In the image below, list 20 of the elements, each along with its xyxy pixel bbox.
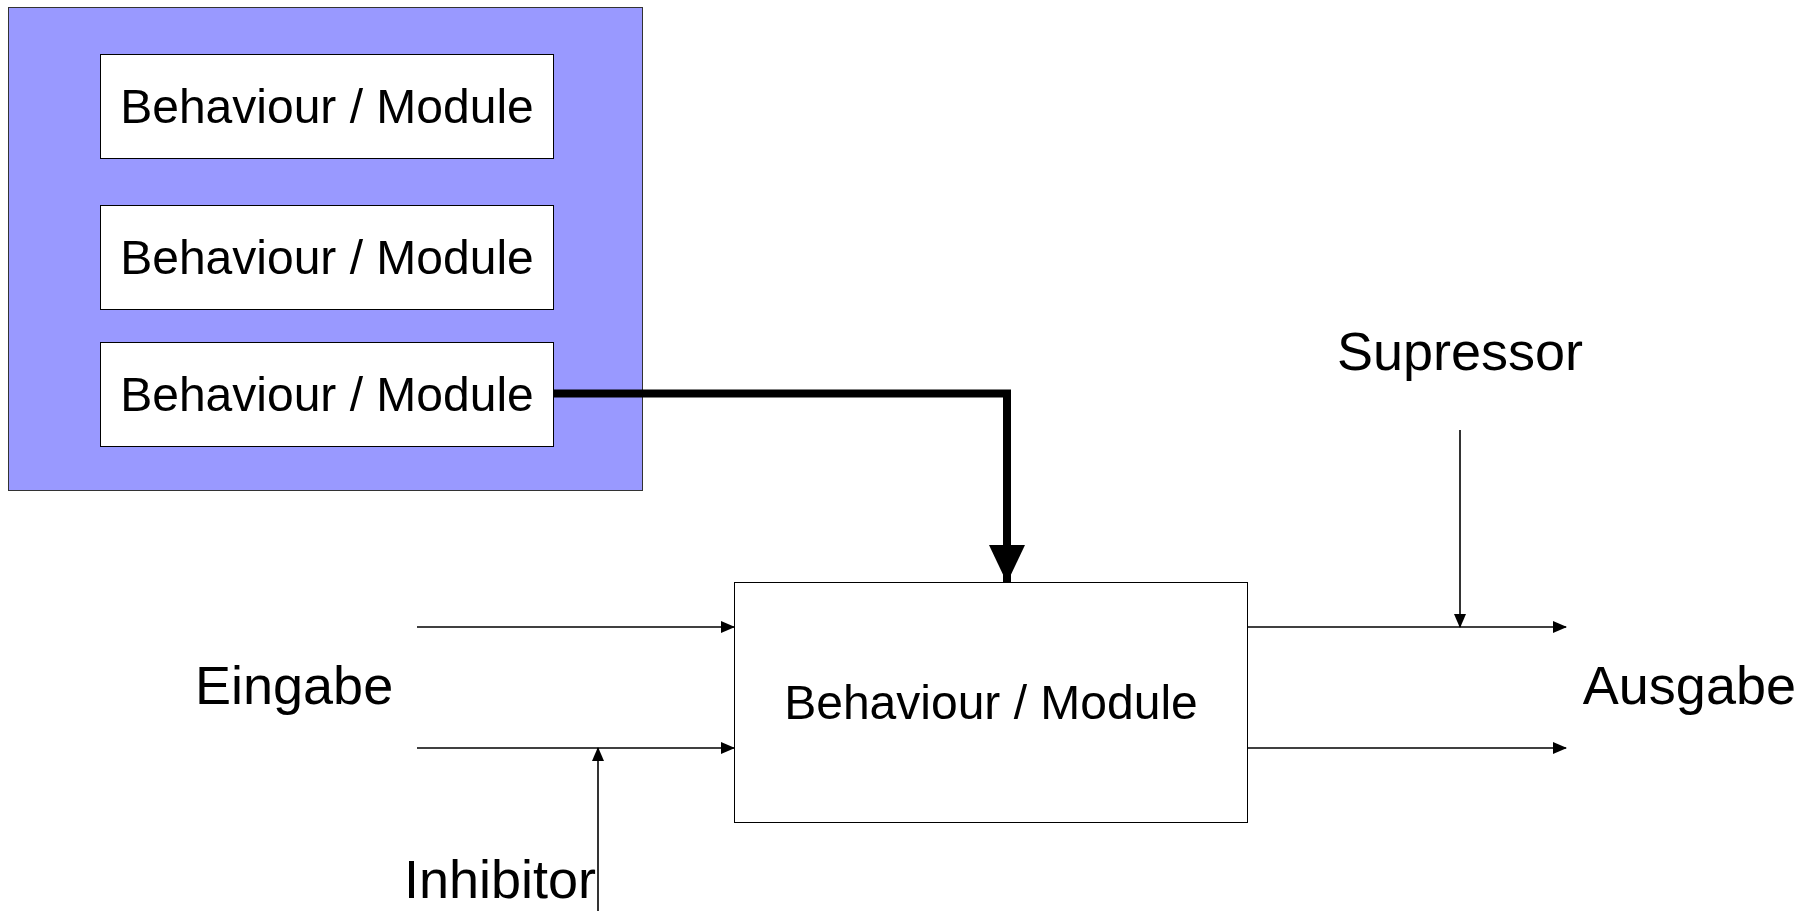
arrow <box>1247 742 1567 754</box>
module-label: Behaviour / Module <box>120 230 534 285</box>
module-label: Behaviour / Module <box>120 79 534 134</box>
module-box <box>100 205 554 310</box>
module-box <box>734 582 1248 823</box>
arrow <box>553 389 1025 583</box>
arrow <box>592 747 604 911</box>
signal-label: Eingabe <box>195 654 394 716</box>
signal-label: Ausgabe <box>1582 654 1796 716</box>
group-panel <box>8 7 643 491</box>
arrow <box>1454 429 1466 628</box>
module-label: Behaviour / Module <box>120 367 534 422</box>
signal-label: Inhibitor <box>403 848 596 910</box>
signal-label: Supressor <box>1336 320 1584 382</box>
arrow <box>416 742 735 754</box>
arrow <box>1247 621 1567 633</box>
module-label: Behaviour / Module <box>784 675 1198 730</box>
module-box <box>100 342 554 447</box>
module-box <box>100 54 554 159</box>
arrow <box>416 621 735 633</box>
